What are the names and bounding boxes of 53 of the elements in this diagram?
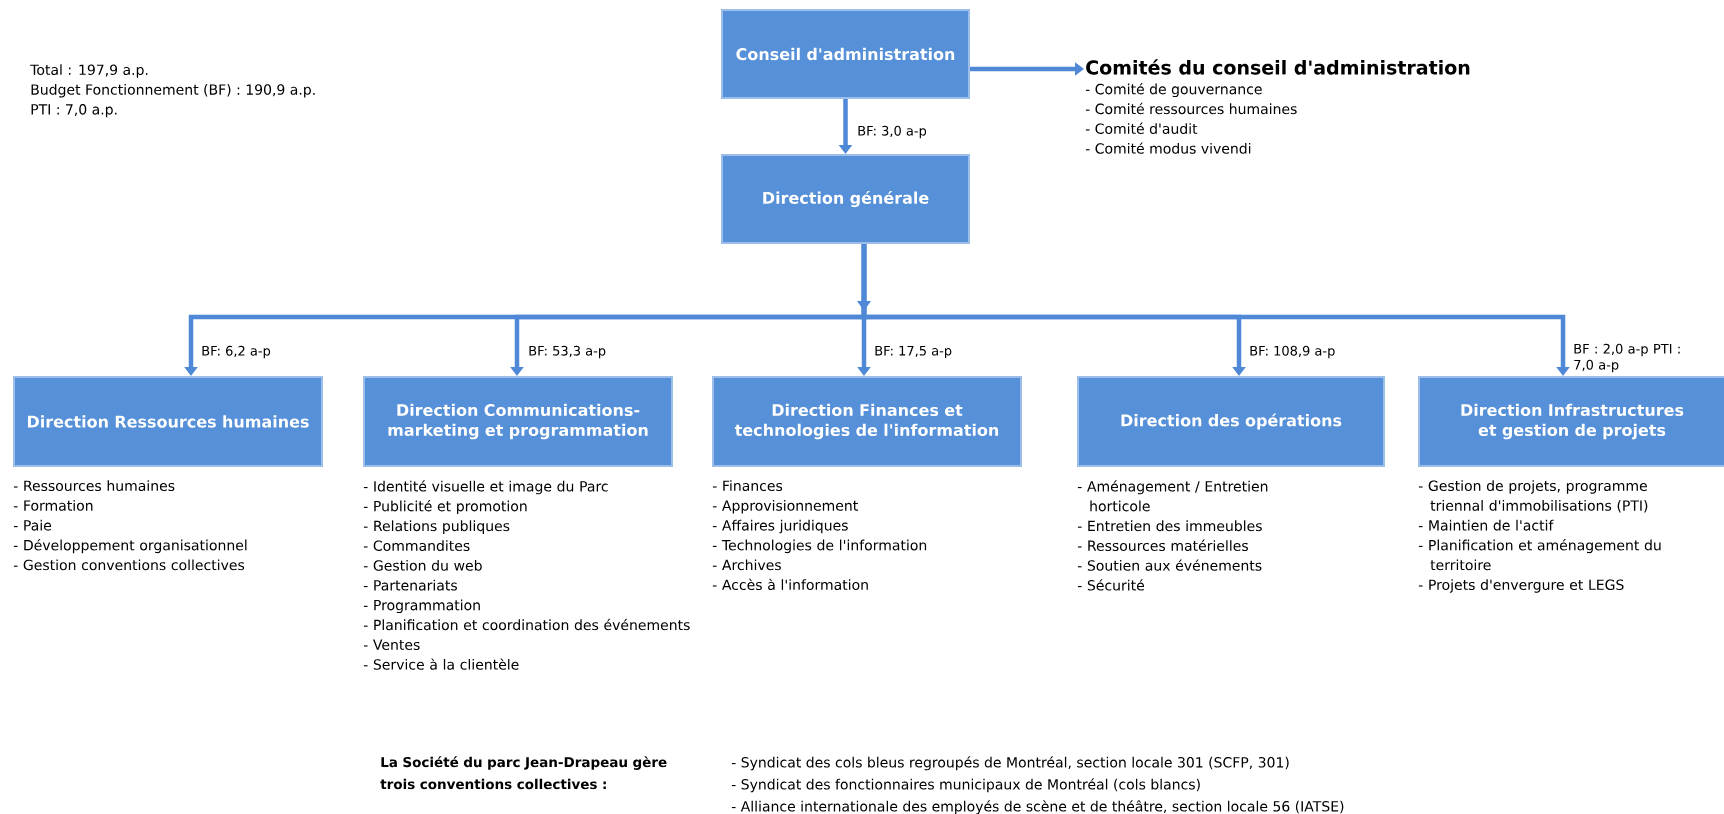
bullet-list: - Finances - Approvisionnement - Affaires juridiques - Technologies de l'information - Archives - Accès à l'information	[712, 480, 927, 591]
edge-label: BF: 108,9 a-p	[1250, 345, 1335, 359]
node-label: - Technologies de l'information	[712, 539, 927, 554]
node-label: - Ressources matérielles	[1077, 539, 1248, 552]
node-label: - Identité visuelle et image du Parc	[363, 480, 608, 495]
node-label: - Projets d'envergure et LEGS	[1418, 579, 1624, 593]
node-label: - Accès à l'information	[712, 578, 868, 591]
node-label: - Archives	[712, 559, 781, 571]
node-label: - Commandites	[363, 540, 470, 552]
org-box: Direction Communications-marketing et programmation	[363, 376, 673, 467]
node-label: - Gestion de projets, programme triennal d'immobilisations (PTI)	[1418, 480, 1648, 513]
node-label: - Développement organisationnel	[13, 539, 247, 554]
node-label: - Publicité et promotion	[363, 500, 527, 515]
edge-label: BF: 3,0 a-p	[858, 125, 927, 139]
note: Total : 197,9 a.p. Budget Fonctionnement (BF) : 190,9 a.p. PTI : 7,0 a.p.	[30, 64, 315, 118]
edge-label: BF: 53,3 a-p	[529, 345, 606, 359]
node-label: - Ressources humaines	[13, 480, 175, 492]
edge-label: BF : 2,0 a-p PTI : 7,0 a-p	[1574, 343, 1680, 373]
edge-label: BF: 6,2 a-p	[202, 345, 271, 359]
node-label: - Soutien aux événements	[1077, 559, 1262, 571]
node-label: - Ventes	[363, 639, 420, 651]
node-label: - Aménagement / Entretien horticole	[1077, 480, 1268, 512]
node-label: - Sécurité	[1077, 579, 1145, 591]
node-label: - Planification et coordination des événements	[363, 618, 690, 631]
edge-label: BF: 17,5 a-p	[875, 345, 952, 359]
bullet-list: - Identité visuelle et image du Parc - Publicité et promotion - Relations publiques - Commandites - Gestion du web - Partenariats - Programmation - Planification et coordination des événements - Ventes - Service à la clientèle	[363, 480, 690, 670]
node-label: - Relations publiques	[363, 520, 510, 534]
org-box: Direction des opérations	[1077, 376, 1385, 467]
node-label: - Planification et aménagement du territoire	[1418, 539, 1661, 571]
org-box: Conseil d'administration	[721, 9, 970, 99]
node-label: - Affaires juridiques	[712, 519, 848, 534]
node-label: - Maintien de l'actif	[1418, 519, 1554, 531]
union-list: - Syndicat des cols bleus regroupés de Montréal, section locale 301 (SCFP, 301) - Syndicat des fonctionnaires municipaux de Montréal (cols blancs) - Alliance internationale des employés de scène et de théâtre, section locale 56 (IATSE)	[731, 756, 1344, 814]
org-box: Direction Infrastructures et gestion de projets	[1418, 376, 1724, 467]
bullet-list: - Gestion de projets, programme triennal d'immobilisations (PTI) - Maintien de l'actif - Planification et aménagement du territoire - Projets d'envergure et LEGS	[1418, 480, 1661, 593]
node-label: - Programmation	[363, 599, 480, 614]
node-label: - Gestion du web	[363, 559, 482, 571]
note: La Société du parc Jean-Drapeau gère trois conventions collectives :	[380, 756, 667, 790]
committee-list: Comités du conseil d'administration - Comité de gouvernance - Comité ressources humaines - Comité d'audit - Comité modus vivendi	[1085, 59, 1470, 154]
node-label: - Formation	[13, 500, 93, 511]
bullet-list: - Aménagement / Entretien horticole - Entretien des immeubles - Ressources matérielles - Soutien aux événements - Sécurité	[1077, 480, 1268, 591]
node-label: - Partenariats	[363, 579, 457, 591]
node-label: - Approvisionnement	[712, 500, 858, 514]
arrow	[861, 244, 1570, 376]
node-label: - Entretien des immeubles	[1077, 520, 1262, 532]
bullet-list: - Ressources humaines - Formation - Paie - Développement organisationnel - Gestion conventions collectives	[13, 480, 247, 571]
org-box: Direction Finances et technologies de l'information	[712, 376, 1022, 467]
node-label: - Gestion conventions collectives	[13, 559, 245, 571]
node-label: - Finances	[712, 480, 783, 492]
node-label: - Service à la clientèle	[363, 658, 519, 670]
org-box: Direction Ressources humaines	[13, 376, 323, 467]
org-box: Direction générale	[721, 154, 970, 244]
node-label: - Paie	[13, 519, 52, 531]
